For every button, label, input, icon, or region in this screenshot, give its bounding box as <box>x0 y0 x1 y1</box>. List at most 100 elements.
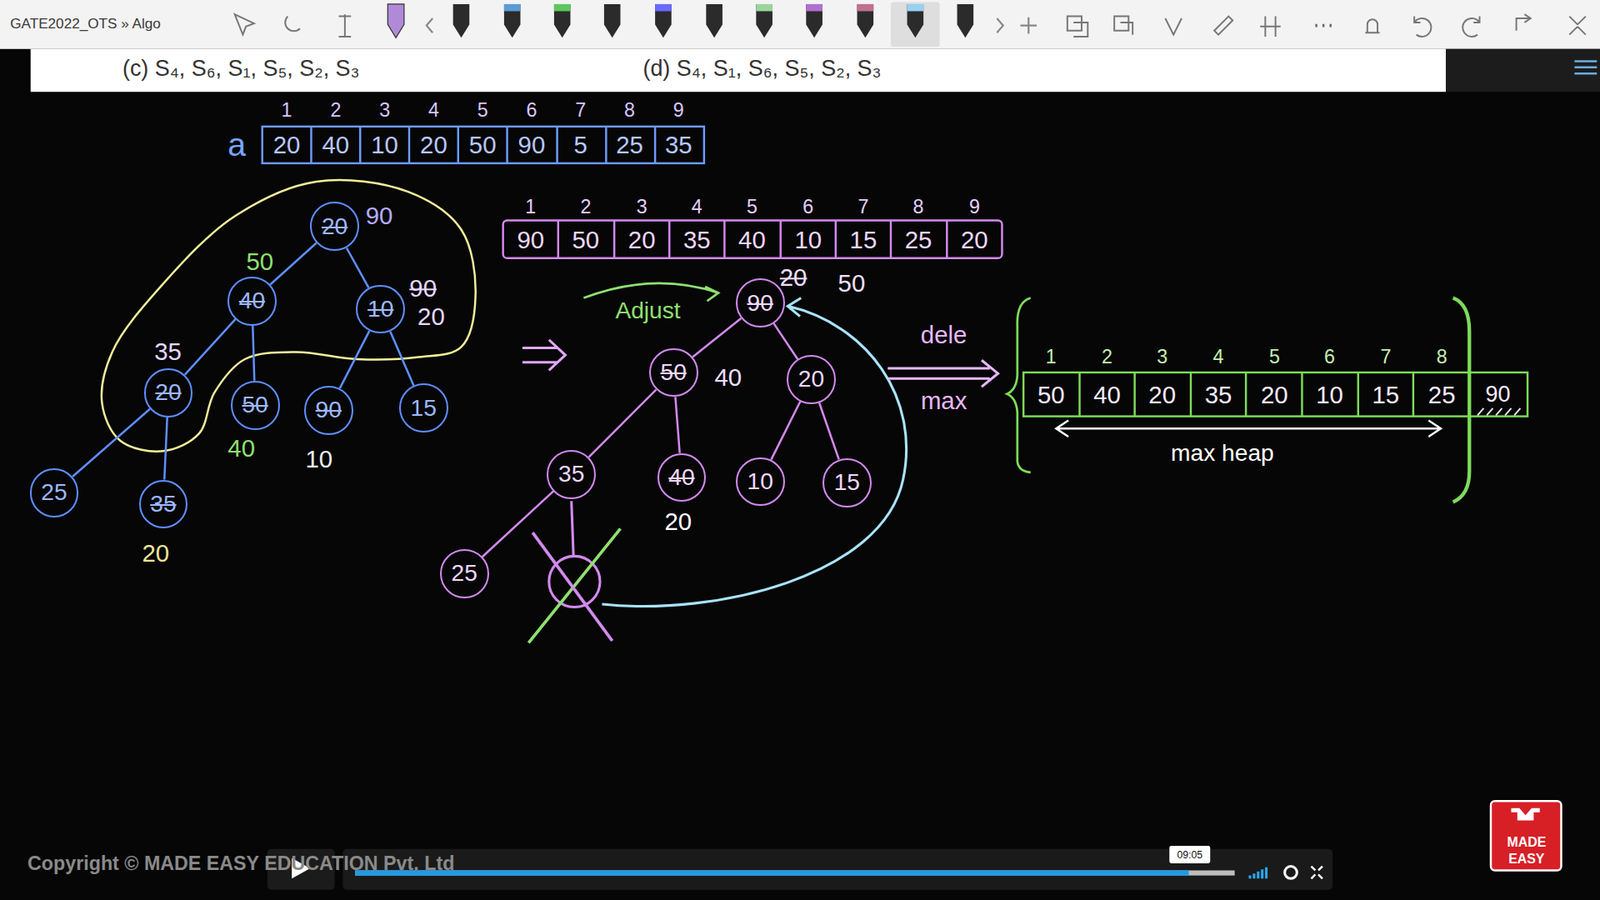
pen-band <box>554 4 571 12</box>
move-arrow <box>601 298 906 607</box>
menu-icon <box>1574 60 1597 74</box>
tree-edge <box>482 490 554 557</box>
node-value: 40 <box>239 289 265 313</box>
array-cell: 20 <box>273 132 301 157</box>
cross-mark <box>528 528 620 643</box>
node-value: 10 <box>747 470 774 494</box>
adjust-arrow <box>583 283 719 301</box>
array-cell: 15 <box>1372 382 1400 407</box>
control-bar <box>342 849 1333 890</box>
tree-edge <box>185 319 236 375</box>
brace <box>1007 298 1031 473</box>
question-option: (d) S₄, S₁, S₆, S₅, S₂, S₃ <box>642 57 881 80</box>
heapify-region <box>101 180 476 452</box>
node-value: 15 <box>410 396 436 420</box>
array-cell: 90 <box>516 227 545 252</box>
node-value: 10 <box>367 297 394 321</box>
note: Adjust <box>615 299 680 323</box>
tree-edge <box>340 330 370 389</box>
logo-badge <box>1490 800 1561 870</box>
node-value: 25 <box>450 561 477 585</box>
array-cell: 20 <box>628 227 656 252</box>
array-cell: 40 <box>322 132 350 157</box>
array-cell: 4 <box>1213 347 1225 367</box>
heap-node: 35 <box>546 450 596 500</box>
heap-node: 2090 <box>310 201 360 251</box>
pen-icon <box>387 4 405 38</box>
heap-node: 15 <box>822 458 872 508</box>
progress-track <box>355 870 1235 875</box>
array-dividers <box>1080 372 1414 417</box>
logo-text: MADE <box>1506 835 1546 850</box>
node-value: 90 <box>315 398 342 422</box>
tree-edge <box>252 325 255 381</box>
tree-edge <box>819 402 840 460</box>
array-cell: 2 <box>580 197 591 217</box>
heap-node: 15 <box>399 383 449 433</box>
node-value: 35 <box>558 462 585 486</box>
node-value: 15 <box>834 470 860 495</box>
node-value: 90 <box>747 291 774 315</box>
array-cell: 8 <box>624 101 635 121</box>
array-cell: 50 <box>1037 382 1065 407</box>
array-cell: 25 <box>1428 382 1456 407</box>
pen-band <box>857 4 875 12</box>
removed-leaf-link <box>571 500 574 556</box>
progress-fill <box>355 870 1189 875</box>
array-cell: 25 <box>615 132 644 157</box>
replaced-value: 35 <box>154 339 182 364</box>
array-cell: 6 <box>525 101 537 121</box>
span-arrow <box>1055 420 1441 437</box>
heap-node: 5040 <box>649 348 699 398</box>
array-cell: 35 <box>1205 382 1233 407</box>
array-cell: 1 <box>281 101 293 121</box>
hatch <box>1477 408 1520 416</box>
array-cell: 8 <box>913 197 925 217</box>
array-cell: 8 <box>1436 347 1448 367</box>
array-dividers <box>558 220 948 258</box>
array-cell: 5 <box>574 132 588 157</box>
array-cell: 2 <box>1101 347 1113 367</box>
array-cell: 3 <box>1156 347 1168 367</box>
array-cell: 4 <box>691 197 703 217</box>
delete-arrow <box>887 360 998 387</box>
note: dele <box>920 322 968 347</box>
note: max heap <box>1170 441 1275 465</box>
replaced-value: 50 <box>838 270 866 295</box>
heap-node: 25 <box>30 468 80 518</box>
replaced-value: 40 <box>227 436 255 461</box>
node-value: 20 <box>321 215 348 239</box>
node-value: 35 <box>150 492 176 516</box>
array-cell: 90 <box>518 132 546 157</box>
array-name: a <box>227 128 246 161</box>
replaced-value: 90 <box>365 203 394 228</box>
array-cell: 50 <box>469 132 497 157</box>
array-dividers <box>310 126 655 164</box>
heap-node: 20 <box>786 355 836 405</box>
array-cell: 20 <box>1260 382 1289 407</box>
heap-node: 2035 <box>144 368 194 418</box>
array-cell: 5 <box>477 101 489 121</box>
tree-edge <box>346 248 370 289</box>
pen-band <box>755 4 773 12</box>
paper-strip <box>30 49 1446 92</box>
note: max <box>920 389 968 414</box>
pen-band <box>504 4 521 12</box>
array-cell: 20 <box>960 227 989 252</box>
tree-edge <box>675 396 680 454</box>
node-value: 40 <box>668 465 695 490</box>
replaced-value: 10 <box>305 446 333 471</box>
node-value: 50 <box>660 360 686 385</box>
paper-side <box>1445 49 1600 92</box>
array-cell: 4 <box>428 101 440 121</box>
heap-node: 902050 <box>735 278 785 328</box>
question-option: (c) S₄, S₆, S₁, S₅, S₂, S₃ <box>122 57 360 80</box>
array-frame <box>262 126 705 164</box>
array-frame <box>503 220 1003 258</box>
array-cell: 10 <box>1315 382 1344 407</box>
tree-edge <box>770 401 800 460</box>
heap-node: 4050 <box>227 276 277 326</box>
time-tooltip <box>1169 845 1210 864</box>
pen-band <box>655 4 672 12</box>
tree-edge <box>692 318 741 358</box>
